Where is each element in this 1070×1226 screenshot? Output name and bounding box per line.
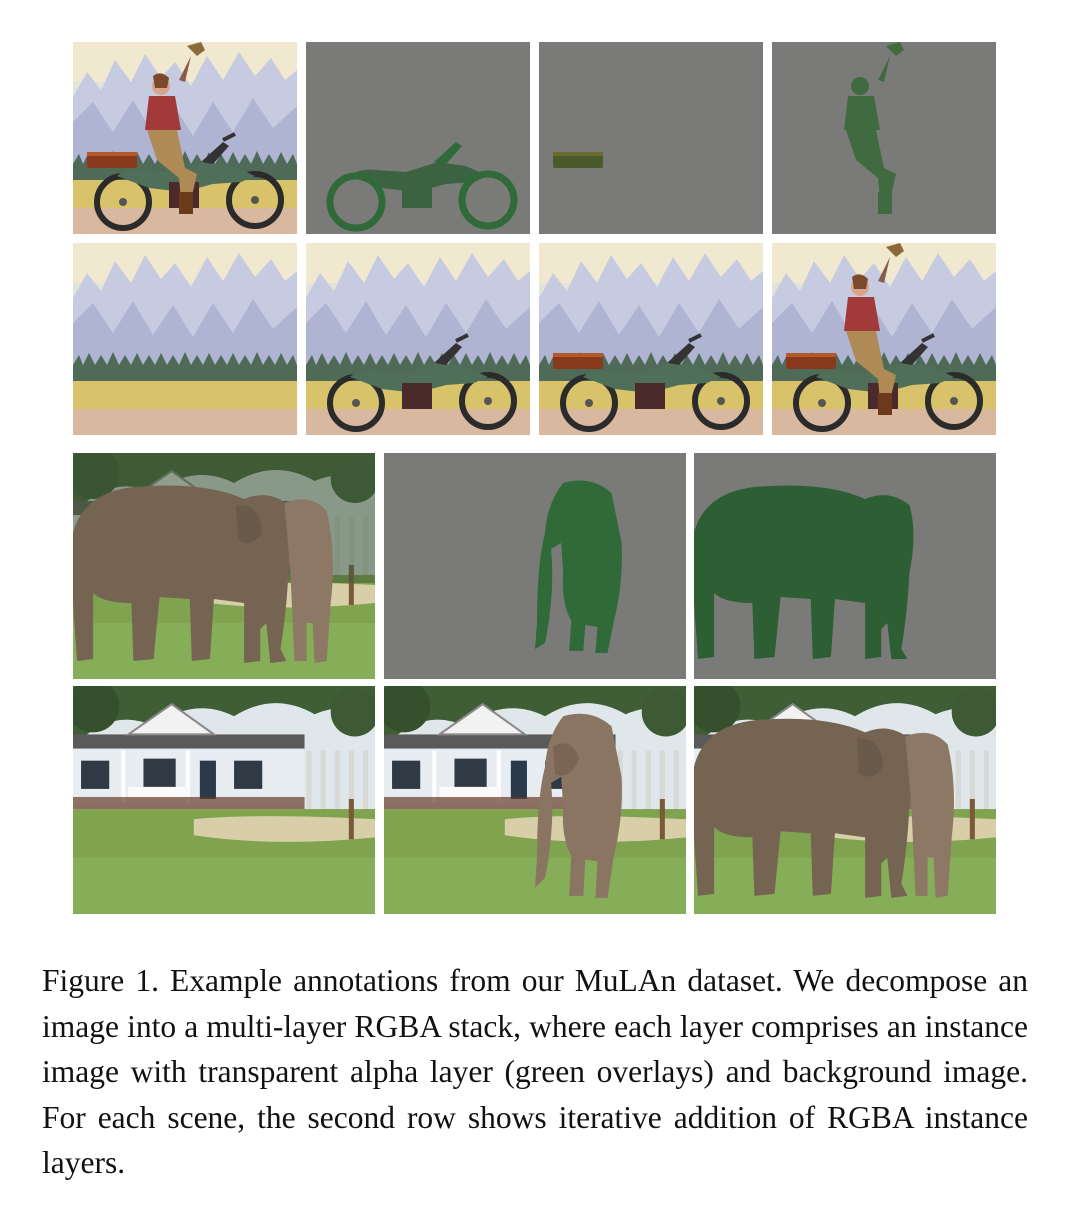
scene1-composite-background [73,243,297,435]
scene2-original-image [73,453,375,679]
scene1-layer-motorcycle [306,42,530,234]
scene2-composite-full [694,686,996,914]
scene1-composite-case [539,243,763,435]
scene1-layer-case [539,42,763,234]
scene1-composite-motorcycle [306,243,530,435]
scene2-layer-rear-elephant [384,453,686,679]
scene2-composite-background [73,686,375,914]
scene2-composite-rear-elephant [384,686,686,914]
scene1-composite-full [772,243,996,435]
scene2-layer-front-elephant [694,453,996,679]
scene1-original-image [73,42,297,234]
scene1-layer-rider [772,42,996,234]
figure-caption: Figure 1. Example annotations from our M… [42,963,1028,1180]
